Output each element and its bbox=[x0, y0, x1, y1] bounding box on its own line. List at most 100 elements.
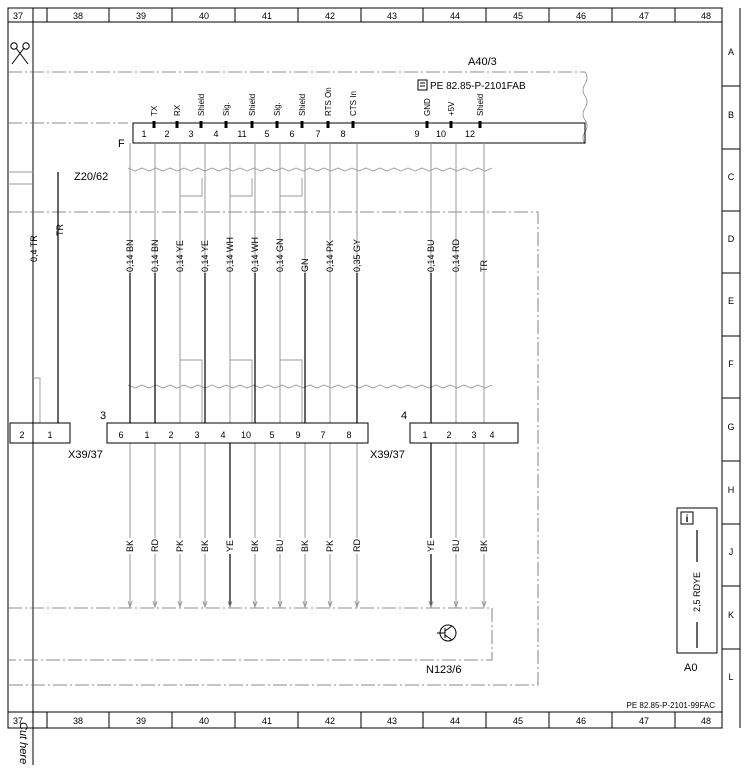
wire-color-upper: 0,14 BU bbox=[426, 239, 436, 272]
a40-pin-signal: CTS In bbox=[349, 91, 358, 116]
x39-left-connector bbox=[9, 422, 71, 444]
row-label: A bbox=[728, 47, 734, 57]
a40-pin-number: 12 bbox=[465, 129, 475, 139]
row-label: L bbox=[728, 672, 733, 682]
wire-color-lower: RD bbox=[150, 539, 160, 552]
x39-main-connector bbox=[106, 422, 369, 444]
wire-color-upper: 0,14 BN bbox=[150, 239, 160, 272]
column-label-bottom: 43 bbox=[387, 716, 397, 726]
a40-pin-terminal bbox=[478, 121, 482, 128]
column-label-bottom: 38 bbox=[73, 716, 83, 726]
a40-pin-terminal bbox=[152, 121, 156, 128]
left-wire-color-1: 0,4 TR bbox=[29, 235, 39, 262]
column-label-bottom: 41 bbox=[262, 716, 272, 726]
row-label: F bbox=[728, 359, 734, 369]
wire-color-upper: 0,14 WH bbox=[250, 237, 260, 272]
a40-pin-terminal bbox=[425, 121, 429, 128]
info-icon bbox=[680, 511, 694, 525]
a40-pin-number: 6 bbox=[289, 129, 294, 139]
wire-arrow bbox=[327, 600, 333, 609]
wire-color-lower: BK bbox=[200, 540, 210, 552]
a40-pin-terminal bbox=[449, 121, 453, 128]
x39-right-number: 4 bbox=[401, 410, 407, 422]
a40-pins: 1TX2RX3Shield4Sig.11Shield5Sig.6Shield7R… bbox=[141, 87, 485, 139]
a40-pin-number: 1 bbox=[141, 129, 146, 139]
x39-right-pin: 1 bbox=[422, 430, 427, 440]
x39-main-pin: 3 bbox=[194, 430, 199, 440]
column-label-bottom: 44 bbox=[450, 716, 460, 726]
column-label-top: 42 bbox=[325, 11, 335, 21]
a40-connector-letter: F bbox=[118, 138, 125, 150]
a40-pin-terminal bbox=[224, 121, 228, 128]
column-ticks bbox=[46, 8, 676, 728]
shield-drain-upper bbox=[179, 175, 203, 197]
x39-main-pin: 4 bbox=[220, 430, 225, 440]
x39-main-number: 3 bbox=[100, 410, 106, 422]
wire-color-lower: BK bbox=[300, 540, 310, 552]
wire-color-lower: PK bbox=[175, 540, 185, 552]
wire-color-lower: YE bbox=[426, 540, 436, 552]
shield-drain-upper bbox=[279, 175, 303, 197]
a40-pin-terminal bbox=[175, 121, 179, 128]
column-label-bottom: 46 bbox=[576, 716, 586, 726]
x39-left-pin: 1 bbox=[47, 430, 52, 440]
wire-color-upper: 0,35 GY bbox=[352, 239, 362, 272]
shield-drain-lower bbox=[279, 347, 303, 423]
scissors-icon bbox=[10, 42, 30, 65]
cut-here-label: Cut here bbox=[17, 722, 29, 764]
a40-pin-signal: RX bbox=[173, 104, 182, 116]
x39-main-pin: 7 bbox=[320, 430, 325, 440]
wire-color-lower-bg bbox=[225, 538, 235, 554]
wire-color-upper: 0,14 YE bbox=[175, 240, 185, 272]
wire-color-lower-bg bbox=[300, 538, 310, 554]
wire-color-upper: 0,14 RD bbox=[451, 238, 461, 272]
a40-connector bbox=[132, 122, 586, 144]
wire-color-lower-bg bbox=[426, 538, 436, 554]
column-label-bottom: 42 bbox=[325, 716, 335, 726]
wire-color-lower-bg bbox=[479, 538, 489, 554]
x39-right-pin: 2 bbox=[446, 430, 451, 440]
left-wire-color-2: TR bbox=[55, 224, 65, 236]
a40-pin-terminal bbox=[275, 121, 279, 128]
wire-color-lower-bg bbox=[325, 538, 335, 554]
row-label: C bbox=[728, 172, 735, 182]
module-n123-frame bbox=[8, 607, 493, 661]
a40-pin-signal: RTS On bbox=[324, 87, 333, 116]
row-label: D bbox=[728, 234, 735, 244]
a40-pin-number: 10 bbox=[436, 129, 446, 139]
a40-pin-number: 4 bbox=[213, 129, 218, 139]
a40-pin-signal: Shield bbox=[476, 94, 485, 116]
column-label-bottom: 48 bbox=[701, 716, 711, 726]
wire-color-lower: RD bbox=[352, 539, 362, 552]
wire-color-lower-bg bbox=[200, 538, 210, 554]
a40-pin-number: 8 bbox=[340, 129, 345, 139]
column-label-top: 45 bbox=[513, 11, 523, 21]
wires bbox=[33, 143, 487, 609]
x39-right-connector bbox=[409, 422, 519, 444]
x39-main-pin: 8 bbox=[346, 430, 351, 440]
a40-pin-signal: Shield bbox=[197, 94, 206, 116]
column-label-top: 46 bbox=[576, 11, 586, 21]
module-n123-id: N123/6 bbox=[426, 664, 461, 676]
column-label-top: 43 bbox=[387, 11, 397, 21]
wire-color-upper: 0,14 WH bbox=[225, 237, 235, 272]
column-label-top: 39 bbox=[136, 11, 146, 21]
wire-arrow bbox=[277, 600, 283, 609]
document-icon bbox=[417, 79, 428, 91]
wire-arrow bbox=[177, 600, 183, 609]
wire-arrow bbox=[227, 600, 233, 609]
x39-left-pin: 2 bbox=[19, 430, 24, 440]
x39-main-pin: 6 bbox=[118, 430, 123, 440]
wire-color-lower-bg bbox=[150, 538, 160, 554]
x39-main-pin: 2 bbox=[168, 430, 173, 440]
column-label-bottom: 45 bbox=[513, 716, 523, 726]
row-label: E bbox=[728, 296, 734, 306]
row-label: K bbox=[728, 610, 734, 620]
